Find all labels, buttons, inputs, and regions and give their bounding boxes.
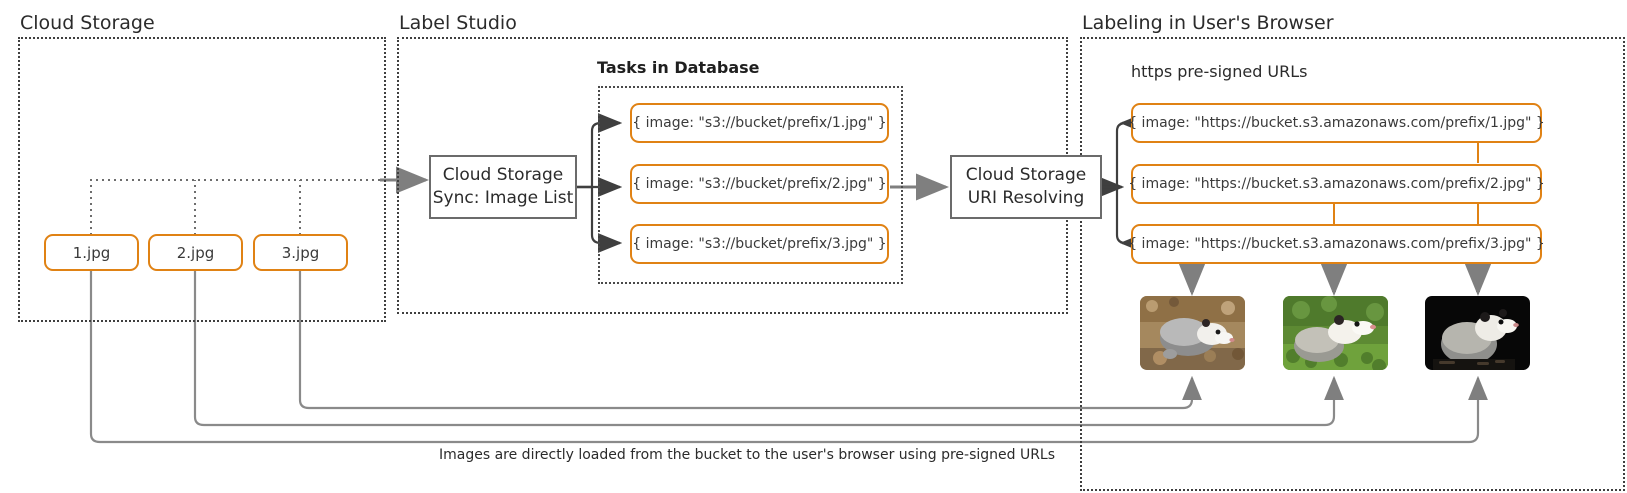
task-node-3-label: { image: "s3://bucket/prefix/3.jpg" } [632, 236, 887, 252]
presigned-url-node-2-label: { image: "https://bucket.s3.amazonaws.co… [1128, 176, 1545, 192]
task-node-1-label: { image: "s3://bucket/prefix/1.jpg" } [632, 115, 887, 131]
file-node-2-label: 2.jpg [176, 243, 215, 262]
footer-caption: Images are directly loaded from the buck… [439, 447, 1056, 463]
process-cloud-storage-sync[interactable]: Cloud Storage Sync: Image List [429, 155, 577, 219]
process-cloud-storage-uri-resolving[interactable]: Cloud Storage URI Resolving [950, 155, 1102, 219]
task-node-3[interactable]: { image: "s3://bucket/prefix/3.jpg" } [630, 224, 889, 264]
thumbnail-image-2[interactable] [1283, 296, 1388, 370]
panel-title-label-studio: Label Studio [399, 12, 517, 34]
process-sync-line1: Cloud Storage [442, 165, 564, 186]
section-title-tasks-in-database: Tasks in Database [597, 58, 760, 77]
task-node-1[interactable]: { image: "s3://bucket/prefix/1.jpg" } [630, 103, 889, 143]
opossum-leaf-litter-icon [1140, 296, 1245, 370]
opossum-black-background-icon [1425, 296, 1530, 370]
file-node-1-label: 1.jpg [72, 243, 111, 262]
thumbnail-image-3[interactable] [1425, 296, 1530, 370]
presigned-url-node-1-label: { image: "https://bucket.s3.amazonaws.co… [1128, 115, 1545, 131]
thumbnail-image-1[interactable] [1140, 296, 1245, 370]
file-node-2[interactable]: 2.jpg [148, 234, 243, 271]
panel-user-browser [1080, 37, 1625, 491]
process-resolve-line2: URI Resolving [967, 188, 1085, 208]
presigned-url-node-3-label: { image: "https://bucket.s3.amazonaws.co… [1128, 236, 1545, 252]
file-node-3[interactable]: 3.jpg [253, 234, 348, 271]
file-node-3-label: 3.jpg [281, 243, 320, 262]
section-title-presigned-urls: https pre-signed URLs [1131, 62, 1308, 81]
presigned-url-node-2[interactable]: { image: "https://bucket.s3.amazonaws.co… [1128, 164, 1545, 204]
task-node-2-label: { image: "s3://bucket/prefix/2.jpg" } [632, 176, 887, 192]
task-node-2[interactable]: { image: "s3://bucket/prefix/2.jpg" } [630, 164, 889, 204]
process-sync-line2: Sync: Image List [432, 188, 574, 208]
panel-cloud-storage [18, 37, 386, 322]
subpanel-tasks-in-database [598, 86, 903, 284]
panel-title-cloud-storage: Cloud Storage [20, 12, 155, 34]
panel-title-user-browser: Labeling in User's Browser [1082, 12, 1334, 34]
presigned-url-node-3[interactable]: { image: "https://bucket.s3.amazonaws.co… [1128, 224, 1545, 264]
process-resolve-line1: Cloud Storage [965, 165, 1087, 186]
opossum-green-grass-icon [1283, 296, 1388, 370]
file-node-1[interactable]: 1.jpg [44, 234, 139, 271]
presigned-url-node-1[interactable]: { image: "https://bucket.s3.amazonaws.co… [1128, 103, 1545, 143]
